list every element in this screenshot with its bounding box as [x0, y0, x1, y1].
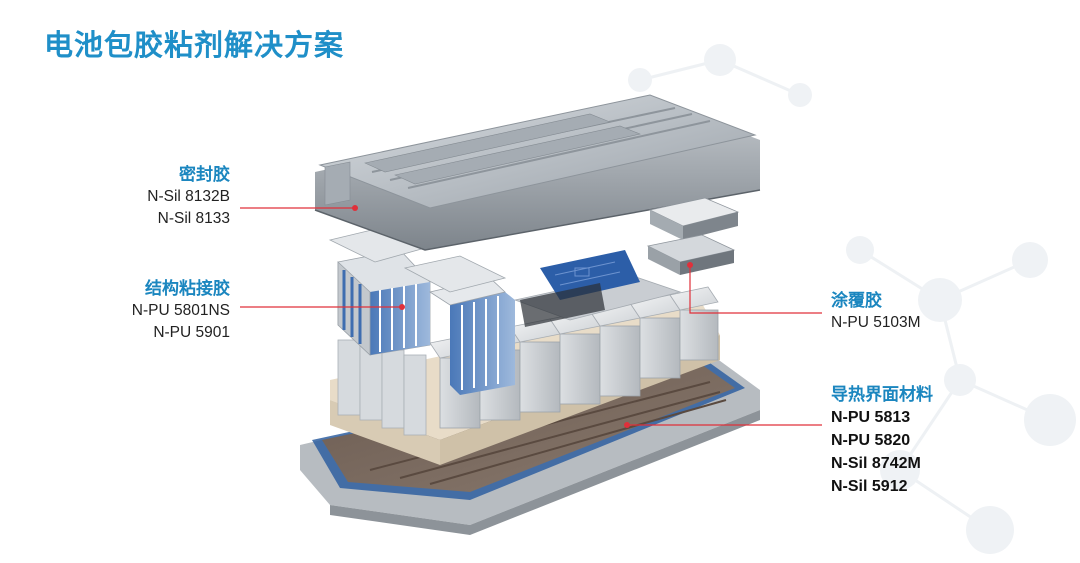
leader-lines — [240, 207, 822, 426]
coating-leader-dot — [687, 262, 693, 268]
sealant-item: N-Sil 8133 — [157, 210, 230, 227]
thermal-interface-material-callout: 导热界面材料 N-PU 5813 N-PU 5820 N-Sil 8742M N… — [831, 384, 933, 498]
structural-adhesive-item: N-PU 5901 — [153, 324, 230, 341]
control-boxes — [646, 197, 740, 275]
coating-heading: 涂覆胶 — [831, 291, 882, 311]
top-lid — [314, 94, 761, 251]
thermal-interface-material-item: N-PU 5820 — [831, 432, 911, 449]
structural-adhesive-heading: 结构粘接胶 — [145, 279, 230, 299]
thermal-interface-material-item: N-Sil 8742M — [831, 455, 921, 472]
tim-leader-dot — [624, 422, 630, 428]
sealant-leader-dot — [352, 205, 358, 211]
thermal-interface-material-heading: 导热界面材料 — [831, 385, 933, 405]
thermal-interface-material-item: N-PU 5813 — [831, 409, 911, 426]
center-cell-module — [428, 277, 515, 395]
structural-adhesive-item: N-PU 5801NS — [131, 302, 230, 319]
left-cell-module — [337, 249, 431, 356]
structural-adhesive-callout: 结构粘接胶 N-PU 5801NS N-PU 5901 — [132, 278, 230, 344]
sealant-heading: 密封胶 — [179, 165, 230, 185]
sealant-callout: 密封胶 N-Sil 8132B N-Sil 8133 — [147, 164, 230, 230]
coating-item: N-PU 5103M — [831, 314, 921, 331]
sealant-item: N-Sil 8132B — [147, 188, 230, 205]
coating-callout: 涂覆胶 N-PU 5103M — [831, 290, 921, 334]
coating-leader-line — [689, 265, 822, 314]
page-title: 电池包胶粘剂解决方案 — [44, 28, 345, 62]
structural-leader-dot — [399, 304, 405, 310]
leader-dots — [352, 205, 693, 428]
thermal-interface-material-item: N-Sil 5912 — [831, 478, 908, 495]
